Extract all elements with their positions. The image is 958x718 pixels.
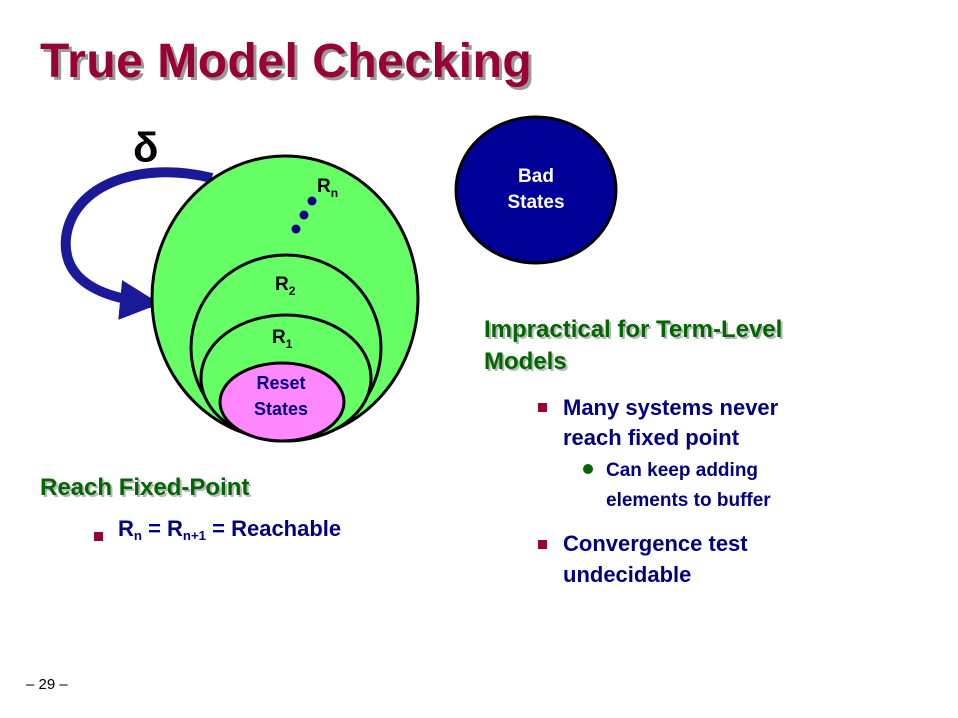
bullet-square (538, 403, 547, 412)
r2-label: R2 (275, 274, 296, 298)
rn-label: Rn (317, 176, 338, 200)
bad-states-region (454, 115, 618, 265)
reset-states-label-line2: States (254, 399, 308, 419)
eq-n1-sub: n+1 (182, 528, 207, 543)
bad-states-label-line1: Bad (518, 166, 554, 187)
reset-states-region (218, 361, 346, 443)
r1-label: R1 (272, 327, 293, 351)
r2-label-main: R (275, 274, 289, 295)
bullet1-line2: reach fixed point (563, 425, 740, 450)
ellipsis-dot (291, 224, 301, 234)
delta-symbol: δ (133, 124, 158, 171)
sub-bullet-dot (583, 464, 593, 474)
eq-end: = Reachable (206, 516, 342, 541)
r1-label-sub: 1 (286, 337, 293, 351)
r1-label-main: R (272, 327, 286, 348)
bullet2-line2: undecidable (563, 562, 692, 587)
r2-label-sub: 2 (289, 284, 296, 298)
reset-states-label-line1: Reset (256, 373, 305, 393)
eq-n-sub: n (133, 528, 142, 543)
eq-r: R (118, 516, 134, 541)
reach-equation: Rn = Rn+1 = Reachable (118, 515, 341, 550)
sub1-line2: elements to buffer (606, 490, 771, 511)
bad-states-label-line2: States (507, 192, 564, 213)
impractical-heading-line1: Impractical for Term-Level (484, 316, 783, 343)
reach-heading: Reach Fixed-Point (40, 474, 250, 501)
bullet-square (538, 540, 547, 549)
rn-label-sub: n (331, 186, 338, 200)
transition-arrow (60, 167, 214, 320)
eq-mid: = R (141, 516, 183, 541)
rn-label-main: R (317, 176, 331, 197)
slide-title: True Model Checking (40, 35, 533, 88)
page-number: – 29 – (26, 676, 68, 693)
bullet2-line1: Convergence test (563, 531, 748, 556)
bullet-square (94, 532, 103, 541)
ellipsis-dot (307, 196, 317, 206)
bullet1-line1: Many systems never (563, 395, 779, 420)
impractical-heading-line2: Models (484, 348, 567, 375)
sub1-line1: Can keep adding (606, 460, 759, 481)
ellipsis-dot (299, 210, 309, 220)
